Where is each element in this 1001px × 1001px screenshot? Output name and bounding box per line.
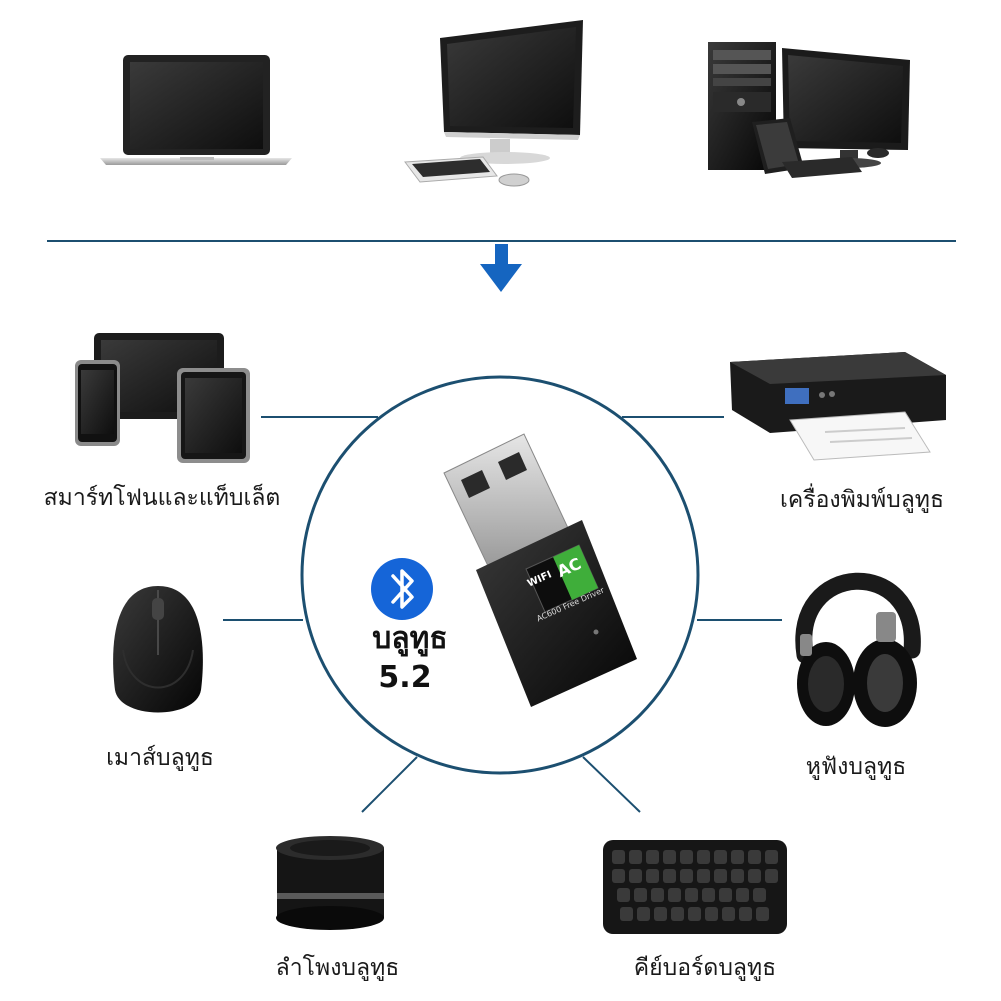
keyboard-key xyxy=(637,907,650,921)
keyboard-key xyxy=(629,850,642,864)
mouse-icon xyxy=(113,586,203,713)
keyboard-key xyxy=(612,850,625,864)
usb-adapter-icon xyxy=(443,433,637,707)
keyboard-key xyxy=(617,888,630,902)
keyboard-key xyxy=(685,888,698,902)
speaker-icon xyxy=(276,836,384,930)
phone-tablet-icon xyxy=(75,333,250,463)
keyboard-key xyxy=(731,869,744,883)
keyboard-key xyxy=(663,850,676,864)
keyboard-key xyxy=(714,850,727,864)
label-keyboard: คีย์บอร์ดบลูทูธ xyxy=(633,955,777,981)
label-speaker: ลำโพงบลูทูธ xyxy=(275,955,400,981)
keyboard-key xyxy=(753,888,766,902)
keyboard-key xyxy=(748,850,761,864)
arrow-down-icon xyxy=(480,244,522,292)
keyboard-key xyxy=(722,907,735,921)
keyboard-key xyxy=(671,907,684,921)
keyboard-key xyxy=(646,850,659,864)
keyboard-key xyxy=(612,869,625,883)
keyboard-key xyxy=(688,907,701,921)
central-circle xyxy=(300,375,700,775)
keyboard-key xyxy=(629,869,642,883)
keyboard-key xyxy=(680,869,693,883)
connector-lines xyxy=(223,416,782,813)
label-mouse: เมาส์บลูทูธ xyxy=(106,745,214,771)
bluetooth-version: 5.2 xyxy=(378,660,432,695)
keyboard-key xyxy=(663,869,676,883)
bluetooth-word: บลูทูธ xyxy=(372,621,448,656)
label-printer: เครื่องพิมพ์บลูทูธ xyxy=(779,487,945,513)
laptop-icon xyxy=(100,55,292,165)
keyboard-key xyxy=(765,850,778,864)
printer-icon xyxy=(730,352,946,461)
keyboard-key xyxy=(646,869,659,883)
bluetooth-icon xyxy=(371,558,433,620)
keyboard-key xyxy=(697,869,710,883)
headphones-icon xyxy=(795,572,921,727)
label-smartphone-tablet: สมาร์ทโฟนและแท็บเล็ต xyxy=(43,485,281,511)
keyboard-key xyxy=(680,850,693,864)
keyboard-key xyxy=(756,907,769,921)
keyboard-key xyxy=(668,888,681,902)
keyboard-key xyxy=(719,888,732,902)
keyboard-key xyxy=(651,888,664,902)
keyboard-key xyxy=(765,869,778,883)
keyboard-key xyxy=(714,869,727,883)
monitor-icon xyxy=(404,20,583,187)
keyboard-key xyxy=(731,850,744,864)
keyboard-icon xyxy=(603,840,787,934)
keyboard-key xyxy=(748,869,761,883)
keyboard-key xyxy=(697,850,710,864)
label-headphones: หูฟังบลูทูธ xyxy=(805,754,907,780)
keyboard-key xyxy=(739,907,752,921)
keyboard-key xyxy=(620,907,633,921)
keyboard-key xyxy=(634,888,647,902)
keyboard-key xyxy=(705,907,718,921)
keyboard-key xyxy=(702,888,715,902)
keyboard-key xyxy=(654,907,667,921)
keyboard-key xyxy=(736,888,749,902)
desktop-pc-icon xyxy=(708,42,910,178)
